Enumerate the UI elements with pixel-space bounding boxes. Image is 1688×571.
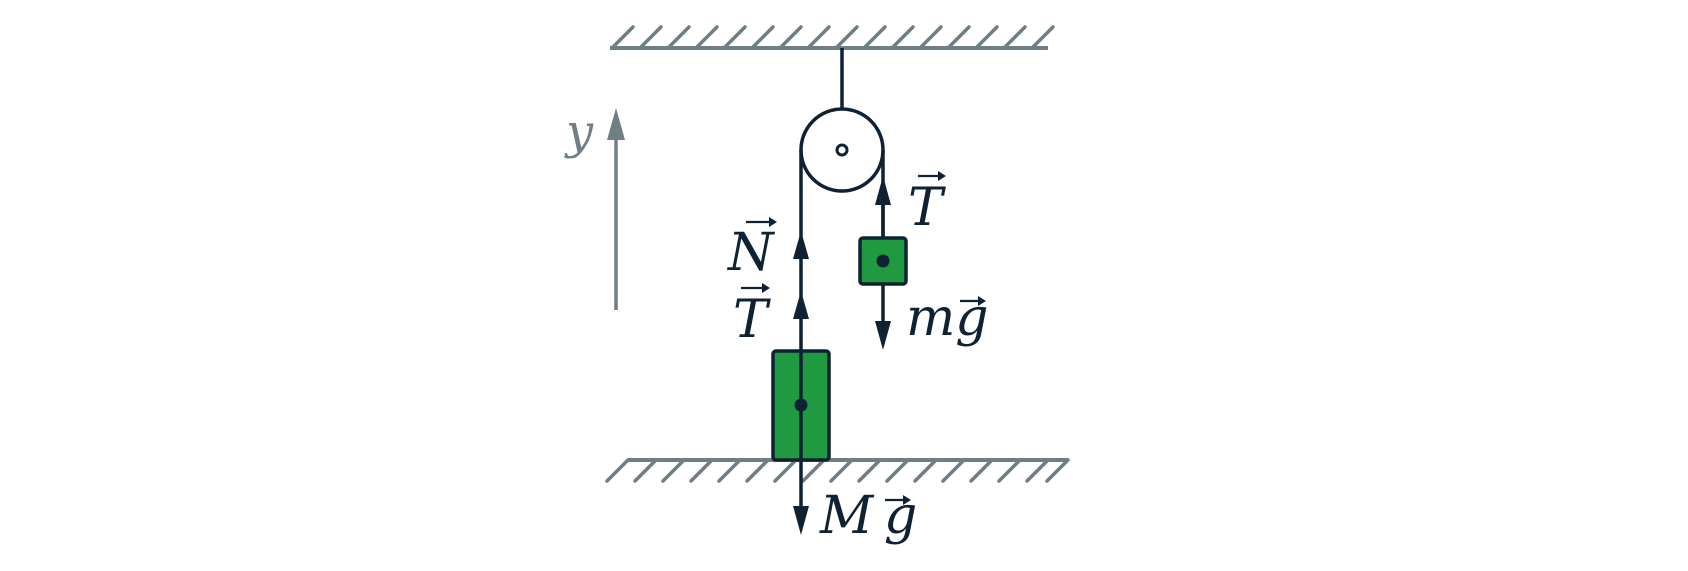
ceiling-hatch <box>610 25 1055 50</box>
y-axis-arrowhead <box>607 108 625 140</box>
small-mass-center <box>876 254 890 268</box>
floor <box>605 458 1070 483</box>
label-tension-large: T <box>733 283 771 350</box>
y-axis-label: y <box>564 104 594 160</box>
tension-arrow-large <box>793 291 809 319</box>
label-tension-small: T <box>908 171 946 238</box>
label-weight-small: mg <box>906 288 989 348</box>
normal-arrow <box>793 231 809 259</box>
weight-arrow-small <box>875 284 891 350</box>
label-tension-small-text: T <box>908 178 946 238</box>
label-weight-large-g-text: g <box>884 486 917 546</box>
label-tension-large-text: T <box>733 290 771 350</box>
pulley-axle <box>835 143 849 157</box>
label-weight-large: M g <box>819 486 917 546</box>
pulley <box>799 48 885 193</box>
floor-hatch <box>605 458 1070 483</box>
label-weight-small-text: mg <box>906 288 989 348</box>
large-mass <box>771 349 831 462</box>
ceiling <box>610 25 1055 50</box>
label-weight-large-m-text: M <box>819 486 875 546</box>
label-normal-text: N <box>726 223 775 283</box>
y-axis: y <box>564 104 625 310</box>
weight-arrow-large <box>793 460 809 535</box>
large-mass-center <box>794 398 808 412</box>
tension-arrow-small <box>875 176 891 238</box>
label-normal: N <box>726 217 777 283</box>
small-mass <box>858 236 908 286</box>
